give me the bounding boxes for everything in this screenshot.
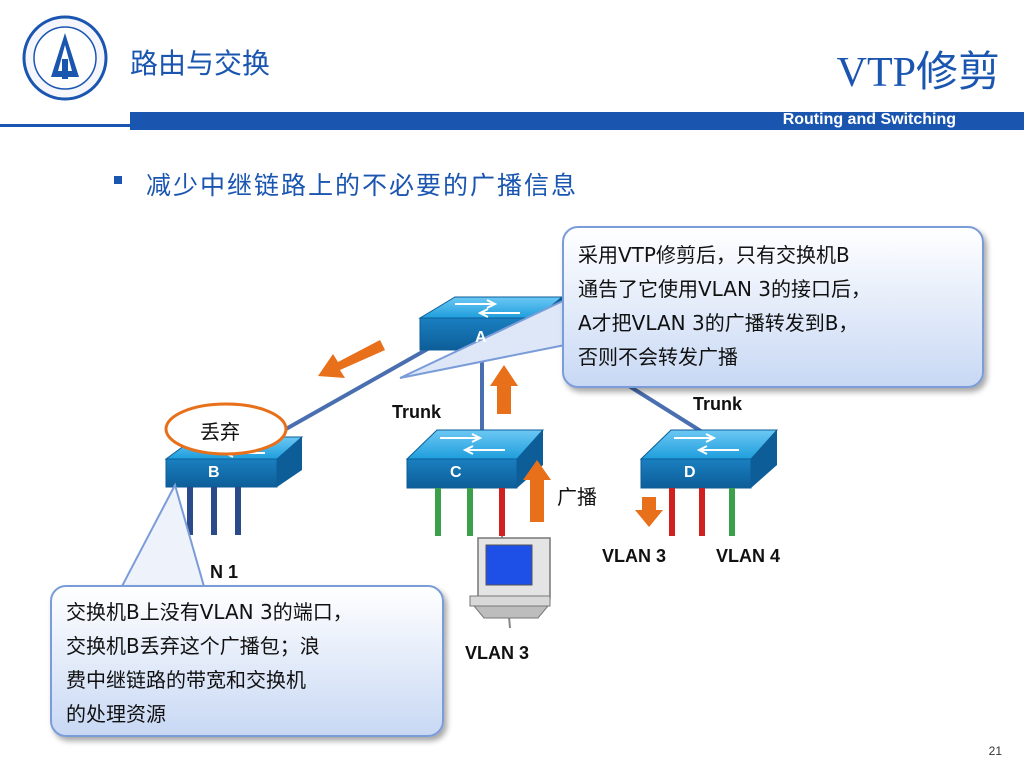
callout-top-line: 采用VTP修剪后，只有交换机B — [578, 243, 850, 267]
broadcast-label: 广播 — [557, 485, 597, 509]
bullet-text: 减少中继链路上的不必要的广播信息 — [146, 171, 579, 200]
vlan-1-label: N 1 — [210, 562, 239, 582]
header-rule — [0, 124, 134, 127]
callout-bottom: 交换机B上没有VLAN 3的端口， 交换机B丢弃这个广播包；浪 费中继链路的带宽… — [50, 585, 444, 737]
callout-top-line: 否则不会转发广播 — [578, 345, 738, 369]
switch-d — [639, 429, 779, 489]
switch-d-label: D — [684, 464, 696, 481]
callout-bottom-line: 交换机B上没有VLAN 3的端口， — [66, 600, 353, 624]
discard-label: 丢弃 — [200, 420, 240, 444]
slide-title: VTP修剪 — [836, 50, 1000, 96]
university-seal-icon — [22, 15, 108, 101]
callout-top-line: 通告了它使用VLAN 3的接口后， — [578, 277, 872, 301]
bullet-marker — [114, 176, 122, 184]
arrow-down-d — [635, 497, 663, 527]
switch-b-label: B — [208, 464, 220, 481]
arrow-up-a — [490, 365, 518, 414]
header-bar — [130, 112, 1024, 130]
switch-c — [405, 429, 545, 489]
pc-icon — [469, 535, 551, 629]
callout-top: 采用VTP修剪后，只有交换机B 通告了它使用VLAN 3的接口后， A才把VLA… — [562, 226, 984, 388]
english-subtitle: Routing and Switching — [782, 111, 956, 128]
arrow-up-c — [523, 460, 551, 522]
callout-bottom-line: 的处理资源 — [66, 702, 166, 726]
course-title: 路由与交换 — [130, 47, 271, 80]
switch-c-label: C — [450, 464, 462, 481]
switch-d-ports — [669, 488, 735, 536]
vlan-3-label-d: VLAN 3 — [602, 546, 667, 566]
page-number: 21 — [988, 744, 1002, 758]
switch-b-ports — [187, 487, 241, 535]
switch-a-label: A — [475, 329, 487, 346]
arrow-discard-left — [318, 340, 385, 378]
callout-top-line: A才把VLAN 3的广播转发到B， — [578, 311, 859, 335]
trunk-label-left: Trunk — [392, 402, 442, 422]
vlan-4-label-d: VLAN 4 — [716, 546, 781, 566]
callout-bottom-line: 费中继链路的带宽和交换机 — [66, 668, 306, 692]
trunk-label-right: Trunk — [693, 394, 743, 414]
switch-c-ports — [435, 488, 505, 536]
callout-bottom-line: 交换机B丢弃这个广播包；浪 — [66, 634, 320, 658]
discard-ellipse — [164, 402, 288, 456]
vlan-3-label-pc: VLAN 3 — [465, 643, 530, 663]
